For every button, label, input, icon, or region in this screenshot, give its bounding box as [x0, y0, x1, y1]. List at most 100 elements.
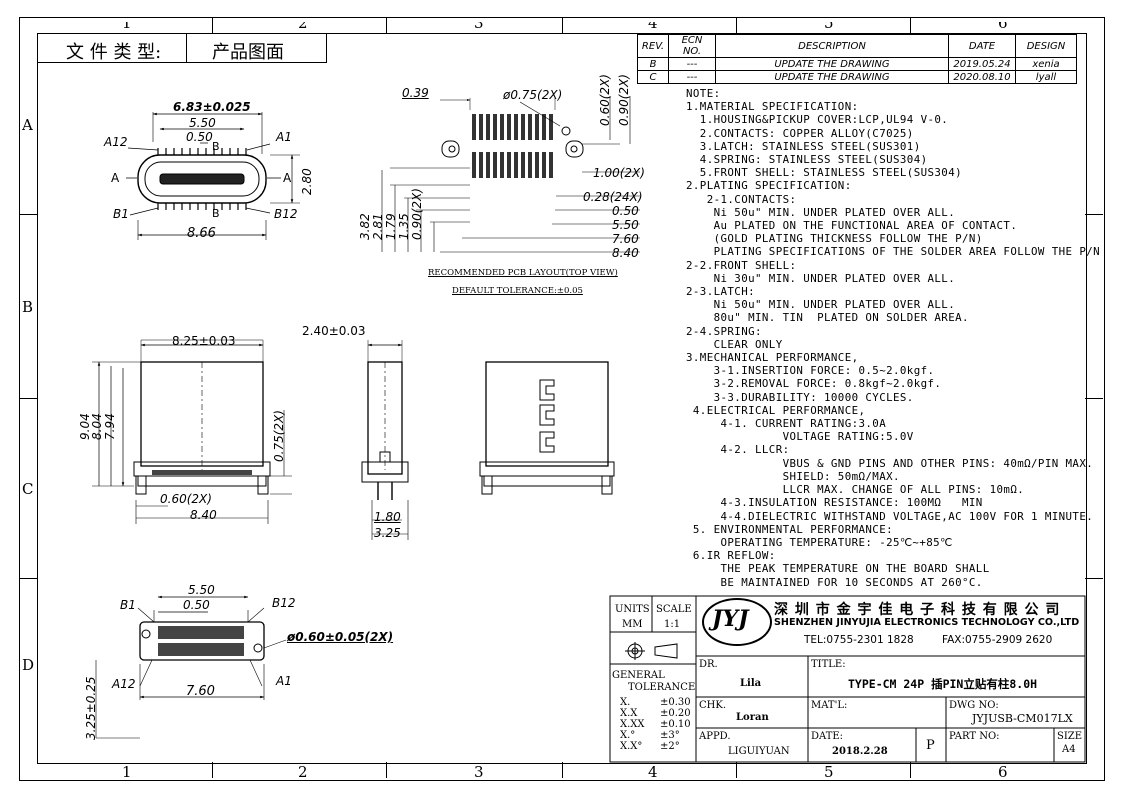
material-label: MAT'L:: [811, 700, 848, 711]
dim-pitch: 0.50: [186, 130, 213, 144]
part-label: PART NO:: [949, 731, 1000, 742]
tolerance-value: ±3°: [660, 730, 680, 741]
pcb-caption: RECOMMENDED PCB LAYOUT(TOP VIEW): [428, 268, 618, 278]
label-a12: A12: [104, 135, 128, 149]
zone-col-label-1: 1: [122, 763, 132, 781]
zone-tick: [1085, 578, 1103, 579]
label-b-bottom: B: [212, 207, 220, 220]
zone-tick: [19, 214, 37, 215]
tolerance-key: X.: [620, 697, 631, 708]
dim-front-840: 8.40: [190, 508, 217, 522]
note-line: 3.MECHANICAL PERFORMANCE,: [686, 351, 859, 365]
design-cell: lyall: [1015, 70, 1077, 84]
dim-height: 2.80: [300, 168, 314, 195]
label-a-left: A: [111, 171, 120, 185]
tolerance-key: X.X: [620, 708, 638, 719]
units-value: MM: [622, 619, 643, 630]
label-bottom-a1: A1: [276, 674, 292, 688]
scale-label: SCALE: [656, 604, 692, 615]
note-line: Ni 30u" MIN. UNDER PLATED OVER ALL.: [686, 271, 956, 285]
dim-bottom-height: 3.25±0.25: [84, 676, 98, 741]
dim-front-794: 7.94: [103, 413, 117, 440]
label-bottom-a12: A12: [112, 677, 136, 691]
note-line: 80u" MIN. TIN PLATED ON SOLDER AREA.: [686, 311, 969, 325]
tolerance-key: X.XX: [620, 719, 645, 730]
zone-tick: [562, 762, 563, 778]
note-line: 4.SPRING: STAINLESS STEEL(SUS304): [686, 153, 928, 167]
appd-value: LIGUIYUAN: [728, 746, 790, 757]
label-a-right: A: [283, 171, 292, 185]
note-line: Ni 50u" MIN. UNDER PLATED OVER ALL.: [686, 205, 956, 219]
note-line: 2.CONTACTS: COPPER ALLOY(C7025): [686, 126, 914, 140]
note-line: 1.HOUSING&PICKUP COVER:LCP,UL94 V-0.: [686, 113, 949, 127]
note-line: OPERATING TEMPERATURE: -25℃~+85℃: [686, 535, 953, 549]
chk-label: CHK.: [699, 700, 727, 711]
zone-col-label-3: 3: [474, 14, 484, 32]
revision-row: C --- UPDATE THE DRAWING 2020.08.10 lyal…: [637, 70, 1077, 84]
note-line: 3.LATCH: STAINLESS STEEL(SUS301): [686, 139, 921, 153]
appd-label: APPD.: [699, 731, 731, 742]
dim-body-width: 8.66: [187, 226, 216, 241]
zone-col-label-6: 6: [998, 763, 1008, 781]
dim-front-width: 8.25±0.03: [172, 334, 236, 348]
title-label: TITLE:: [811, 659, 846, 670]
dim-pcb-179: 1.79: [384, 213, 398, 240]
revision-table: REV. ECN NO. DESCRIPTION DATE DESIGN B -…: [637, 34, 1077, 84]
units-label: UNITS: [615, 604, 650, 615]
projection-symbol: [625, 642, 685, 660]
note-line: 3-1.INSERTION FORCE: 0.5~2.0kgf.: [686, 364, 935, 378]
tolerance-row: X.XX±0.10: [620, 719, 691, 730]
zone-tick: [386, 17, 387, 33]
tolerance-row: X.X°±2°: [620, 741, 691, 752]
tolerance-value: ±2°: [660, 741, 680, 752]
note-line: 3-2.REMOVAL FORCE: 0.8kgf~2.0kgf.: [686, 377, 942, 391]
date-value: 2018.2.28: [832, 746, 888, 757]
dim-pcb-028: 0.28(24X): [583, 190, 643, 204]
note-line: 4-2. LLCR:: [686, 443, 790, 457]
label-b-top: B: [212, 140, 220, 153]
top-view-connector: [126, 112, 300, 240]
dim-pcb-382: 3.82: [358, 213, 372, 240]
dim-pcb-135: 1.35: [397, 213, 411, 240]
dim-total-width: 6.83±0.025: [173, 100, 251, 114]
company-tel: TEL:0755-2301 1828: [804, 634, 914, 646]
dim-bottom-050: 0.50: [183, 598, 210, 612]
page-label: P: [926, 738, 935, 753]
note-line: 2-4.SPRING:: [686, 324, 762, 338]
zone-tick: [910, 762, 911, 778]
date-header: DATE: [948, 34, 1016, 58]
dwg-value: JYJUSB-CM017LX: [972, 712, 1073, 725]
note-line: VOLTAGE RATING:5.0V: [686, 430, 914, 444]
zone-col-label-5: 5: [824, 763, 834, 781]
zone-col-label-5: 5: [824, 14, 834, 32]
dim-pcb-090v: 0.90(2X): [410, 188, 424, 240]
zone-tick: [212, 762, 213, 778]
side-view-connector: [361, 340, 409, 540]
note-line: Ni 50u" MIN. UNDER PLATED OVER ALL.: [686, 298, 956, 312]
doc-type-label: 文 件 类 型:: [66, 42, 162, 63]
dim-bottom-550: 5.50: [188, 583, 215, 597]
label-bottom-b1: B1: [120, 598, 136, 612]
note-line: 5. ENVIRONMENTAL PERFORMANCE:: [686, 522, 894, 536]
note-line: (GOLD PLATING THICKNESS FOLLOW THE P/N): [686, 232, 983, 246]
zone-col-label-4: 4: [648, 763, 658, 781]
dim-bottom-760: 7.60: [186, 684, 215, 699]
note-line: SHIELD: 50mΩ/MAX.: [686, 469, 900, 483]
note-line: LLCR MAX. CHANGE OF ALL PINS: 10mΩ.: [686, 483, 1025, 497]
note-line: BE MAINTAINED FOR 10 SECONDS AT 260°C.: [686, 575, 983, 589]
note-line: 4-4.DIELECTRIC WITHSTAND VOLTAGE,AC 100V…: [686, 509, 1094, 523]
zone-tick: [910, 17, 911, 33]
dim-pcb-060: 0.60(2X): [598, 74, 612, 126]
zone-tick: [736, 762, 737, 778]
dim-pcb-039: 0.39: [402, 86, 429, 100]
tolerance-row: X.±0.30: [620, 697, 691, 708]
label-bottom-b12: B12: [272, 596, 296, 610]
rear-view-connector: [479, 361, 615, 495]
company-fax: FAX:0755-2909 2620: [942, 634, 1053, 646]
zone-tick: [19, 398, 37, 399]
dim-inner-width: 5.50: [189, 116, 216, 130]
note-line: 2-1.CONTACTS:: [686, 192, 797, 206]
note-line: 2-2.FRONT SHELL:: [686, 258, 797, 272]
tolerance-title: GENERAL: [612, 670, 665, 681]
zone-row-label-C: C: [22, 480, 34, 498]
